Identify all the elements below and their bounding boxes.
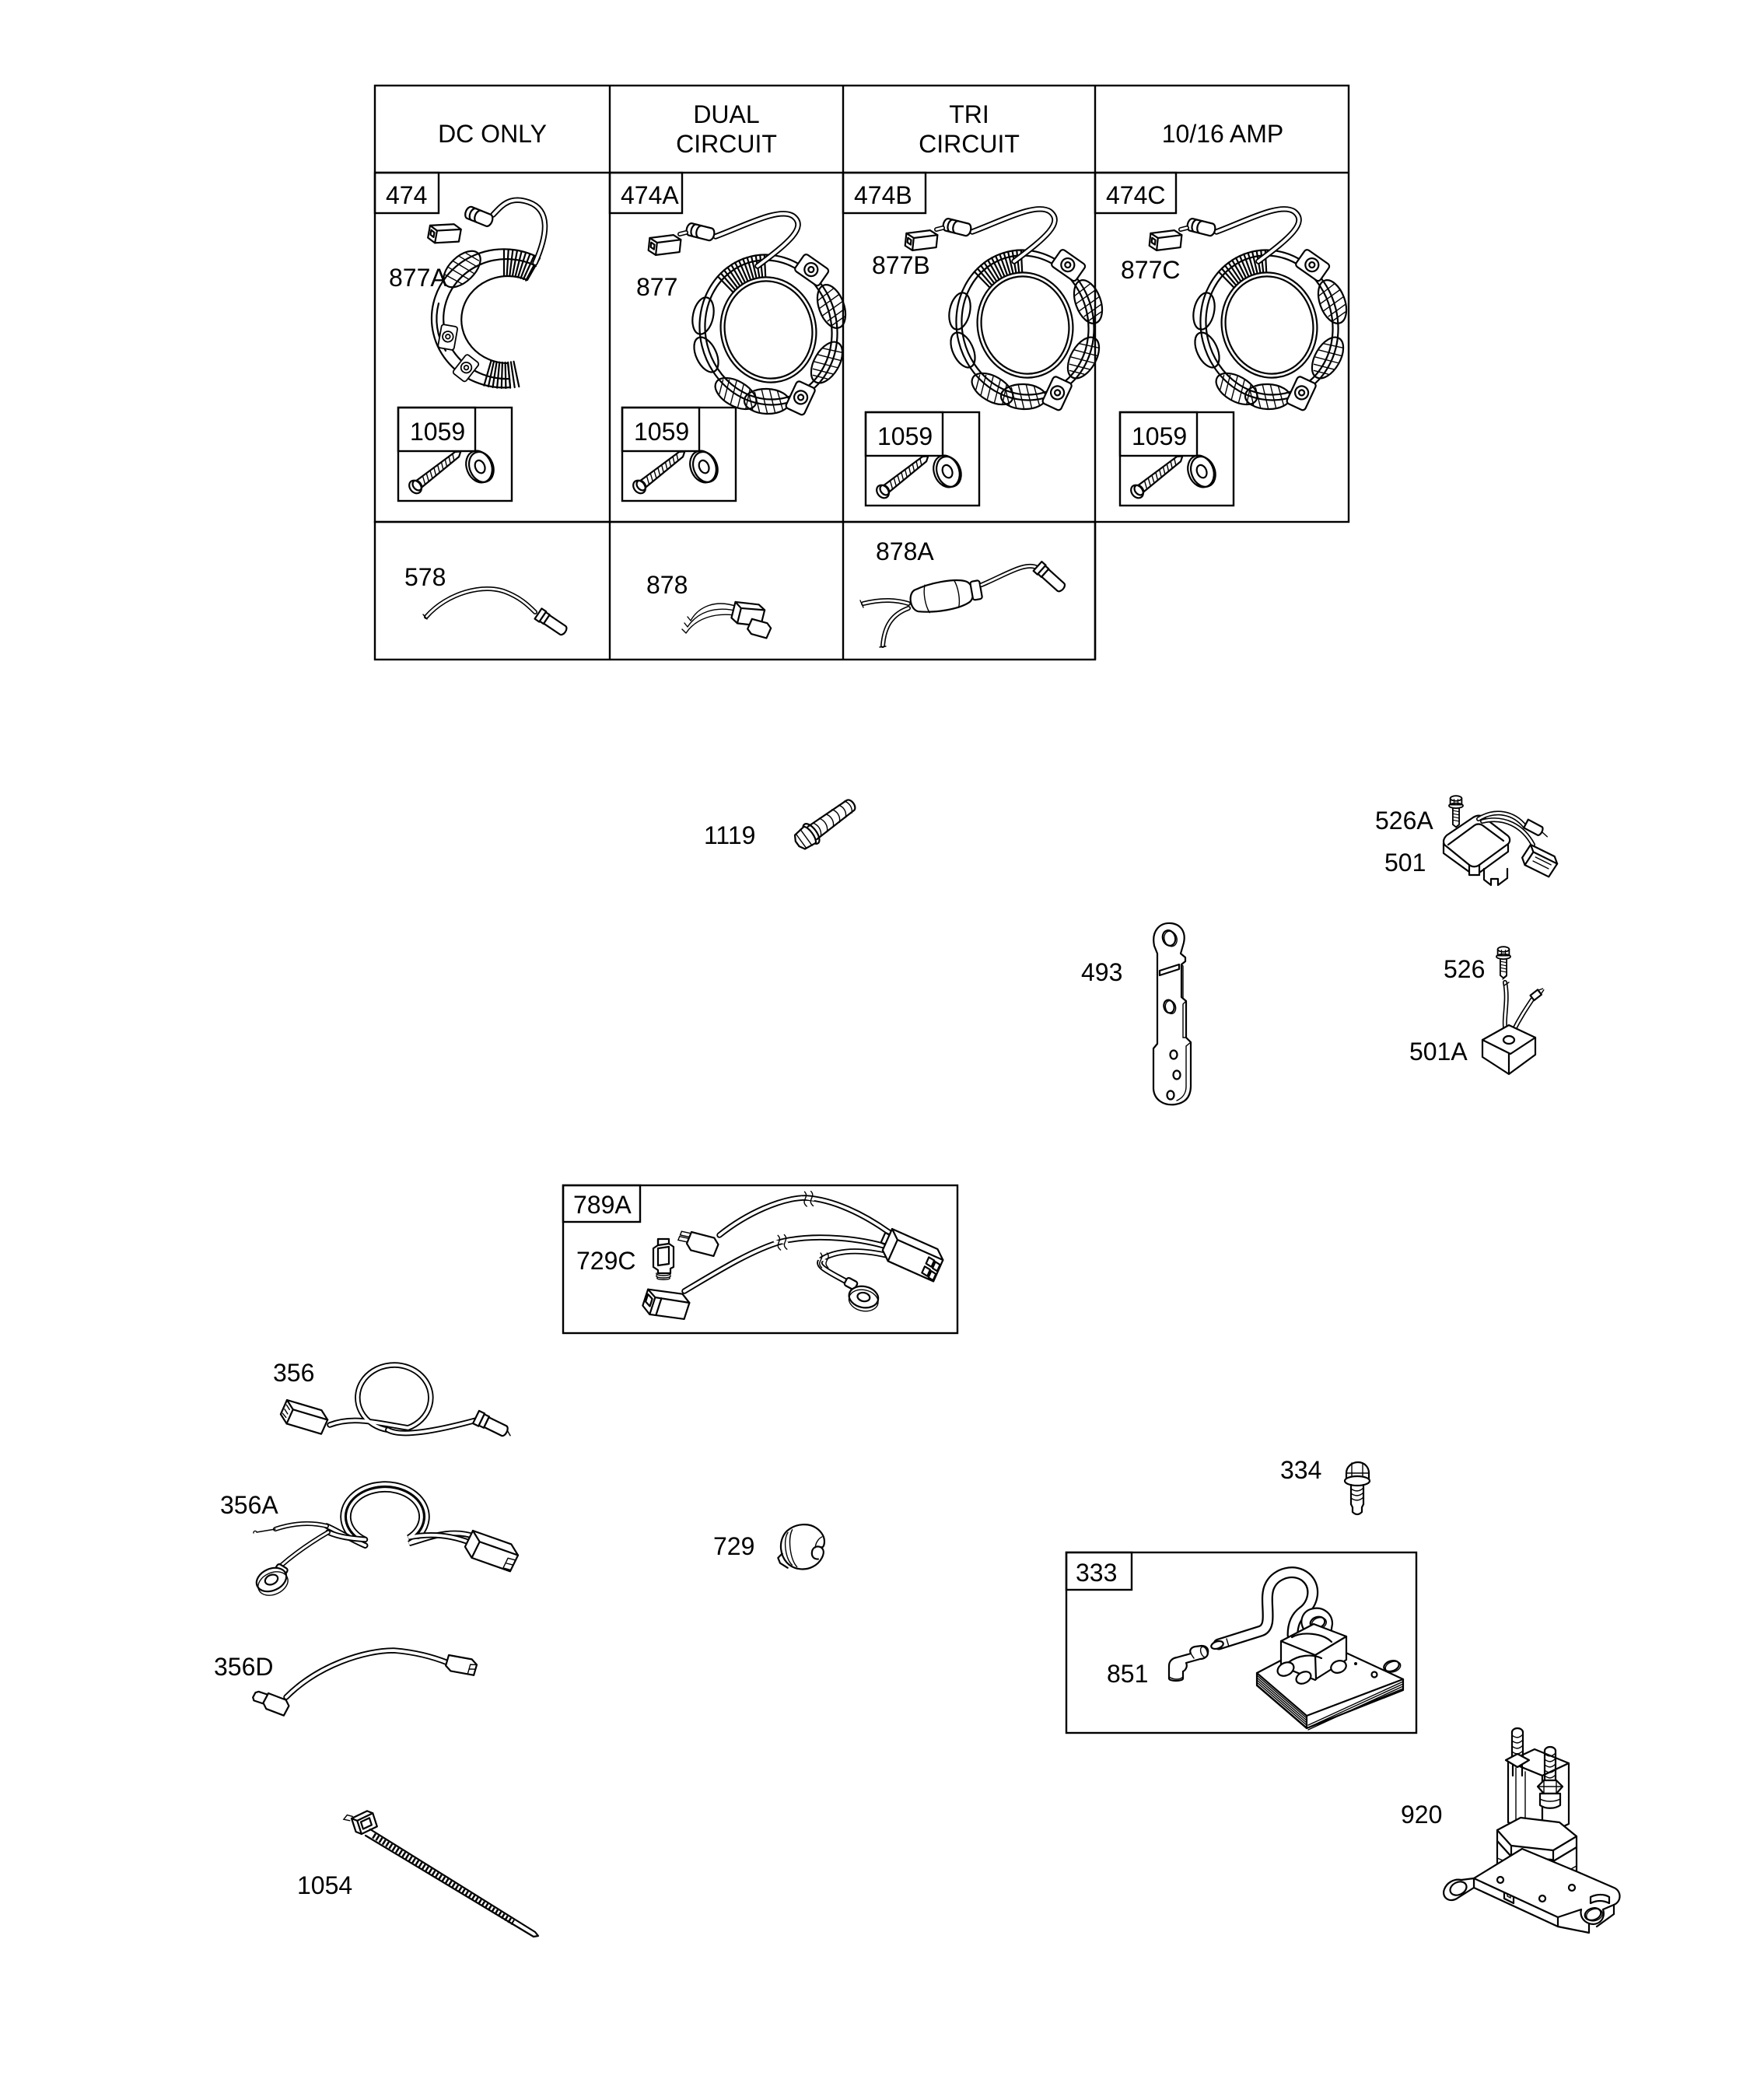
solenoid-920-drawing	[1443, 1727, 1621, 1934]
part-no-474A: 474A	[621, 181, 679, 209]
kit-1059-col2-drawing	[629, 445, 723, 497]
label-356D: 356D	[214, 1653, 274, 1681]
label-789A: 789A	[573, 1191, 632, 1219]
wire-356-drawing	[279, 1362, 511, 1437]
part-box-474A	[608, 171, 684, 215]
header-tri-line1: TRI	[949, 100, 989, 128]
kit-box-1059-col2	[621, 406, 737, 502]
bracket-493-drawing	[1152, 922, 1192, 1106]
label-877C: 877C	[1121, 256, 1181, 284]
label-526: 526	[1444, 955, 1485, 983]
harness-box-789A: 789A 729C	[562, 1184, 959, 1335]
table-bottom-row-border	[373, 520, 1097, 661]
label-356A: 356A	[220, 1491, 278, 1519]
stator-877C-drawing	[1149, 209, 1354, 415]
coil-333-label-box	[1065, 1551, 1133, 1591]
label-920: 920	[1401, 1801, 1442, 1829]
part-no-474: 474	[386, 181, 427, 209]
kit-1059-col4-drawing	[1127, 450, 1221, 502]
label-578: 578	[404, 563, 446, 591]
header-dc-only: DC ONLY	[438, 120, 547, 148]
header-tri-line2: CIRCUIT	[919, 130, 1020, 158]
part-box-474	[373, 171, 440, 215]
kit-1059-col1-drawing	[405, 445, 499, 497]
coil-box-333: 333 851	[1065, 1551, 1418, 1734]
bolt-334-drawing	[1343, 1461, 1371, 1516]
label-729: 729	[713, 1532, 754, 1560]
header-10-16-amp: 10/16 AMP	[1162, 120, 1284, 148]
harness-789A-label-box	[562, 1184, 642, 1223]
harness-wire-middle	[642, 1232, 898, 1321]
stator-877-drawing	[648, 214, 853, 420]
coil-333-border	[1065, 1551, 1418, 1734]
part-no-474B: 474B	[854, 181, 912, 209]
kit-no-1059-col1: 1059	[410, 418, 465, 446]
wire-356A-drawing	[253, 1481, 520, 1596]
part-no-474C: 474C	[1106, 181, 1166, 209]
wire-878-drawing	[681, 600, 772, 639]
label-526A: 526A	[1375, 807, 1433, 835]
harness-wire-top	[677, 1188, 896, 1258]
label-1119: 1119	[704, 821, 755, 849]
label-356: 356	[273, 1359, 314, 1387]
label-877A: 877A	[389, 264, 447, 292]
kit-box-1059-col4	[1118, 411, 1235, 507]
clip-729-drawing	[777, 1524, 826, 1570]
cable-tie-1054-drawing	[342, 1810, 540, 1938]
label-501A: 501A	[1409, 1038, 1468, 1066]
bolt-1119-drawing	[793, 799, 856, 850]
regulator-501A-drawing	[1481, 975, 1545, 1076]
part-box-474C	[1094, 171, 1178, 215]
wire-878A-drawing	[859, 560, 1066, 648]
regulator-501-drawing	[1442, 810, 1559, 887]
stator-options-table: DC ONLY DUAL CIRCUIT TRI CIRCUIT 10/16 A…	[373, 84, 1354, 661]
stator-877B-drawing	[905, 209, 1110, 415]
boot-851-drawing	[1167, 1644, 1209, 1682]
stator-877A-drawing	[427, 200, 544, 388]
kit-box-1059-col1	[397, 406, 513, 502]
label-729C: 729C	[576, 1247, 636, 1275]
label-333: 333	[1076, 1559, 1117, 1587]
header-dual-line2: CIRCUIT	[676, 130, 777, 158]
label-851: 851	[1107, 1660, 1148, 1688]
label-1054: 1054	[297, 1871, 352, 1899]
wire-356D-drawing	[252, 1647, 478, 1717]
screw-526-drawing	[1496, 946, 1511, 979]
part-box-474B	[842, 171, 927, 215]
wire-578-drawing	[422, 586, 568, 636]
harness-connector-drawing	[880, 1227, 944, 1283]
harness-789A-border	[562, 1184, 959, 1335]
screw-526A-drawing	[1448, 795, 1464, 828]
label-493: 493	[1081, 958, 1122, 986]
header-dual-line1: DUAL	[693, 100, 759, 128]
harness-wire-bottom	[814, 1248, 899, 1312]
label-877B: 877B	[872, 251, 930, 279]
label-877: 877	[636, 273, 677, 301]
ignition-coil-drawing	[1210, 1566, 1405, 1731]
label-878A: 878A	[876, 537, 934, 565]
clip-729C-drawing	[652, 1237, 675, 1280]
label-334: 334	[1280, 1456, 1321, 1484]
kit-box-1059-col3	[864, 411, 981, 507]
kit-no-1059-col4: 1059	[1132, 422, 1187, 450]
label-501: 501	[1384, 849, 1426, 877]
kit-1059-col3-drawing	[873, 450, 967, 502]
kit-no-1059-col3: 1059	[877, 422, 933, 450]
label-878: 878	[646, 571, 688, 599]
kit-no-1059-col2: 1059	[634, 418, 689, 446]
